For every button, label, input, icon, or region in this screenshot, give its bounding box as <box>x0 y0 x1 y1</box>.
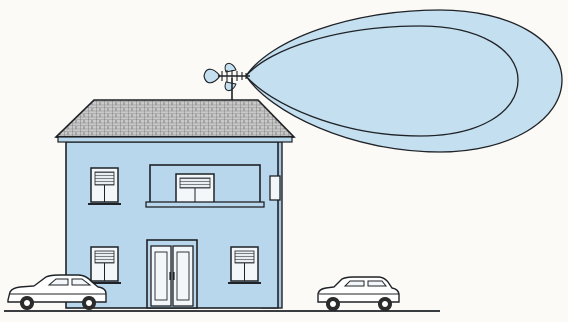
rear-radiation-lobe <box>204 69 220 83</box>
car-icon <box>318 277 399 311</box>
balcony-rail <box>146 202 264 207</box>
window-lower-right <box>228 247 261 283</box>
car-icon <box>8 275 106 310</box>
roof <box>56 100 294 137</box>
window-lower-left <box>88 247 121 283</box>
roof-fascia <box>58 137 292 142</box>
lower-side-lobe <box>225 82 236 91</box>
side-wall-opening <box>270 176 280 200</box>
front-door <box>147 240 197 308</box>
window-upper-center <box>176 174 214 204</box>
window-upper-left <box>88 168 121 204</box>
house <box>56 100 294 308</box>
